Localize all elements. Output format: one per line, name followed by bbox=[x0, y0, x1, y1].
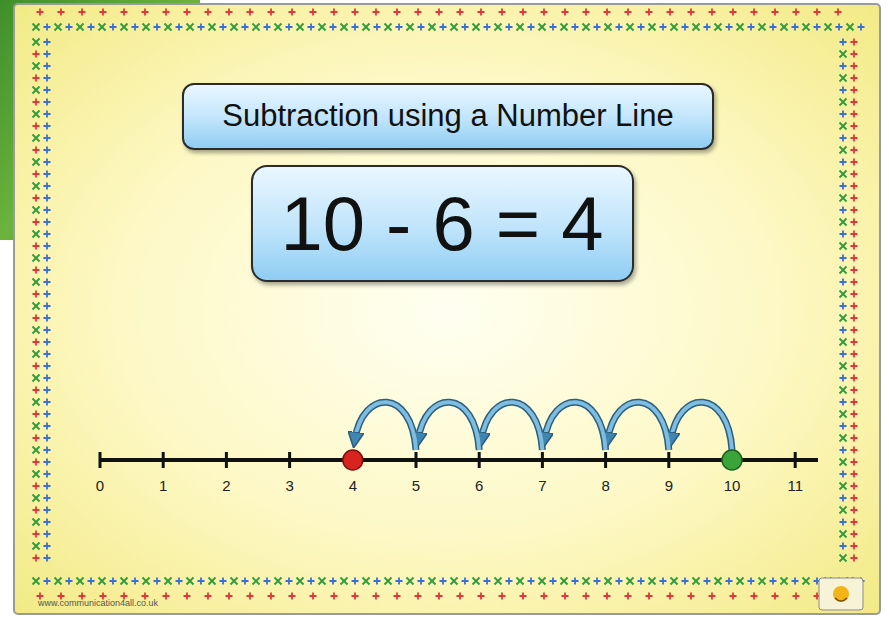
cross-border bbox=[33, 9, 865, 600]
corner-icon bbox=[819, 578, 863, 610]
equation-box: 10 - 6 = 4 bbox=[251, 165, 634, 282]
number-label: 9 bbox=[665, 478, 673, 495]
hop-arcs bbox=[355, 402, 732, 450]
number-label: 0 bbox=[96, 478, 104, 495]
number-label: 11 bbox=[787, 478, 803, 495]
equation-text: 10 - 6 = 4 bbox=[280, 182, 603, 266]
card-background bbox=[14, 4, 880, 614]
number-label: 7 bbox=[538, 478, 546, 495]
title-box: Subtraction using a Number Line bbox=[182, 83, 714, 150]
number-label: 4 bbox=[349, 478, 357, 495]
number-line bbox=[100, 450, 818, 470]
title-text: Subtraction using a Number Line bbox=[222, 99, 673, 133]
website-footer: www.communication4all.co.uk bbox=[38, 599, 158, 609]
number-label: 10 bbox=[724, 478, 741, 495]
number-label: 3 bbox=[285, 478, 293, 495]
number-label: 6 bbox=[475, 478, 483, 495]
number-label: 1 bbox=[159, 478, 167, 495]
number-label: 2 bbox=[222, 478, 230, 495]
number-label: 5 bbox=[412, 478, 420, 495]
number-label: 8 bbox=[601, 478, 609, 495]
